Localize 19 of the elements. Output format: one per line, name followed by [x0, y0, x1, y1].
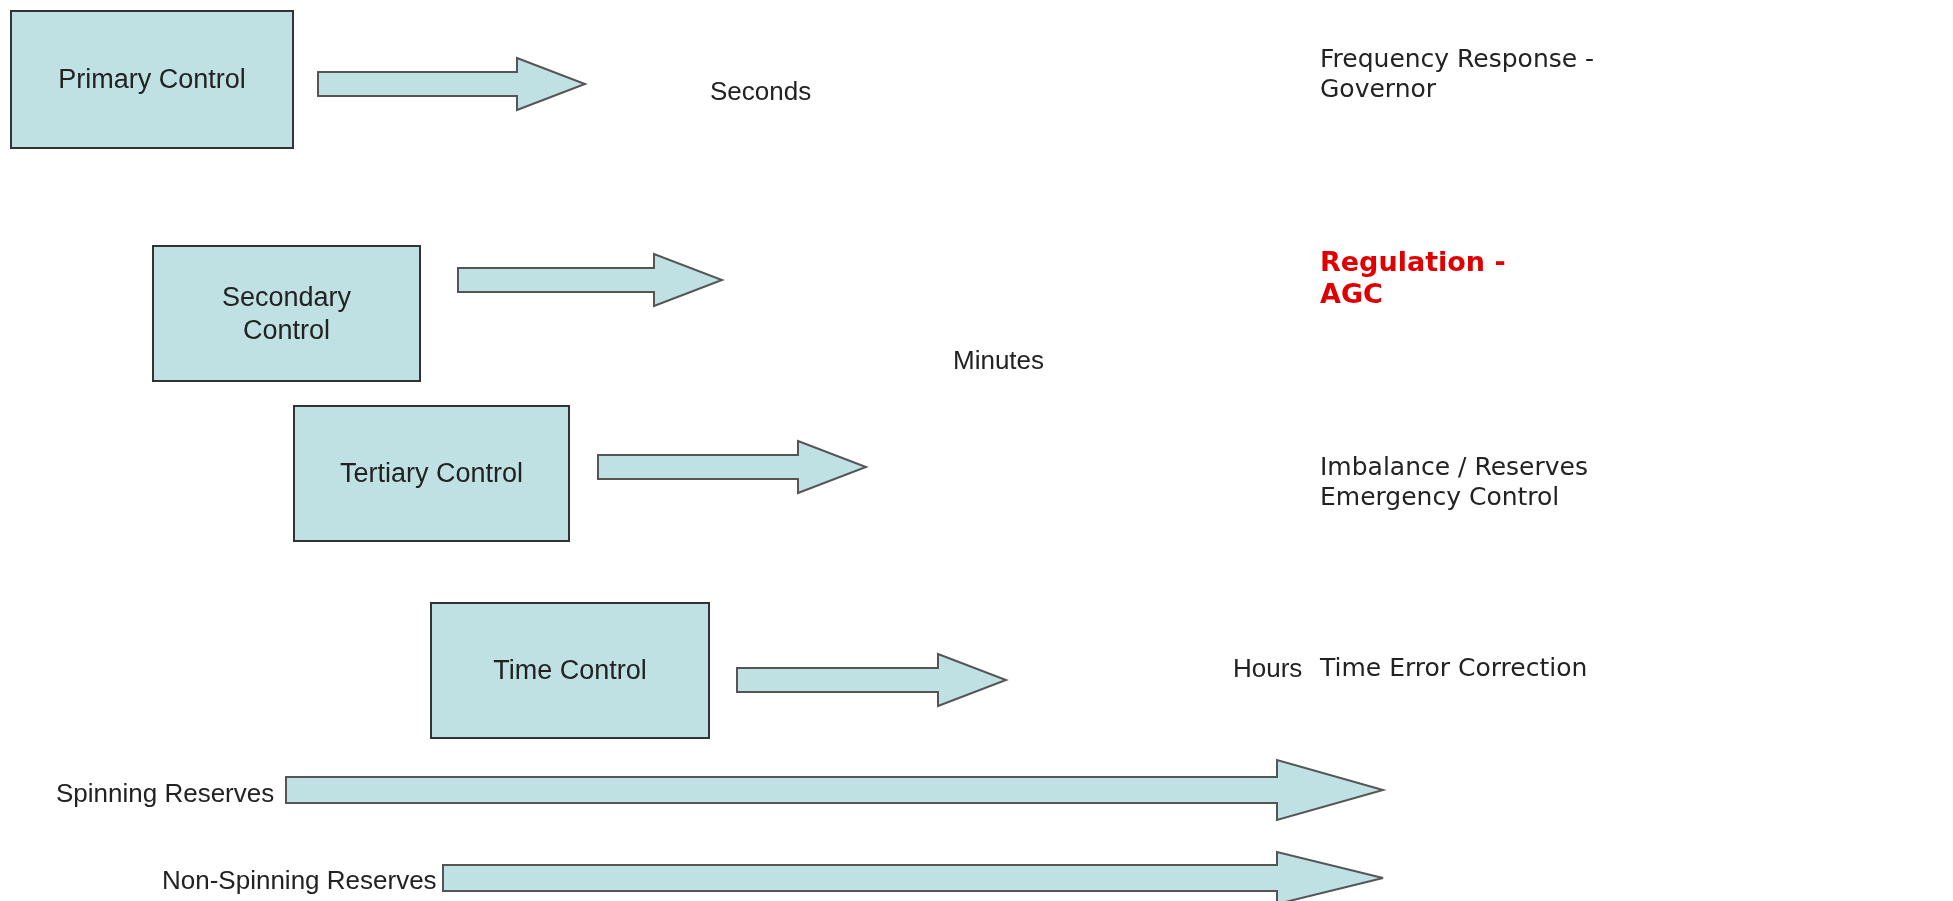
time-scale-label: Time Error Correction — [1320, 653, 1588, 683]
process-box: Tertiary Control — [293, 405, 570, 542]
time-scale-label: Minutes — [953, 345, 1045, 377]
process-box: Secondary Control — [152, 245, 421, 382]
reserve-label: Spinning Reserves — [56, 777, 275, 809]
description-text: Frequency Response - Governor — [1320, 44, 1596, 104]
process-box: Time Control — [430, 602, 710, 739]
block-arrow — [457, 252, 725, 308]
description-text: Imbalance / Reserves Emergency Control — [1320, 452, 1589, 512]
block-arrow — [317, 56, 588, 112]
reserve-label: Non-Spinning Reserves — [162, 864, 437, 896]
time-scale-label: Hours — [1233, 653, 1303, 685]
description-text: Regulation - AGC — [1320, 246, 1507, 311]
block-arrow — [597, 439, 869, 495]
time-scale-label: Seconds — [710, 76, 812, 108]
block-arrow — [736, 652, 1009, 708]
block-arrow — [285, 758, 1387, 822]
block-arrow — [442, 850, 1384, 901]
process-box: Primary Control — [10, 10, 294, 149]
